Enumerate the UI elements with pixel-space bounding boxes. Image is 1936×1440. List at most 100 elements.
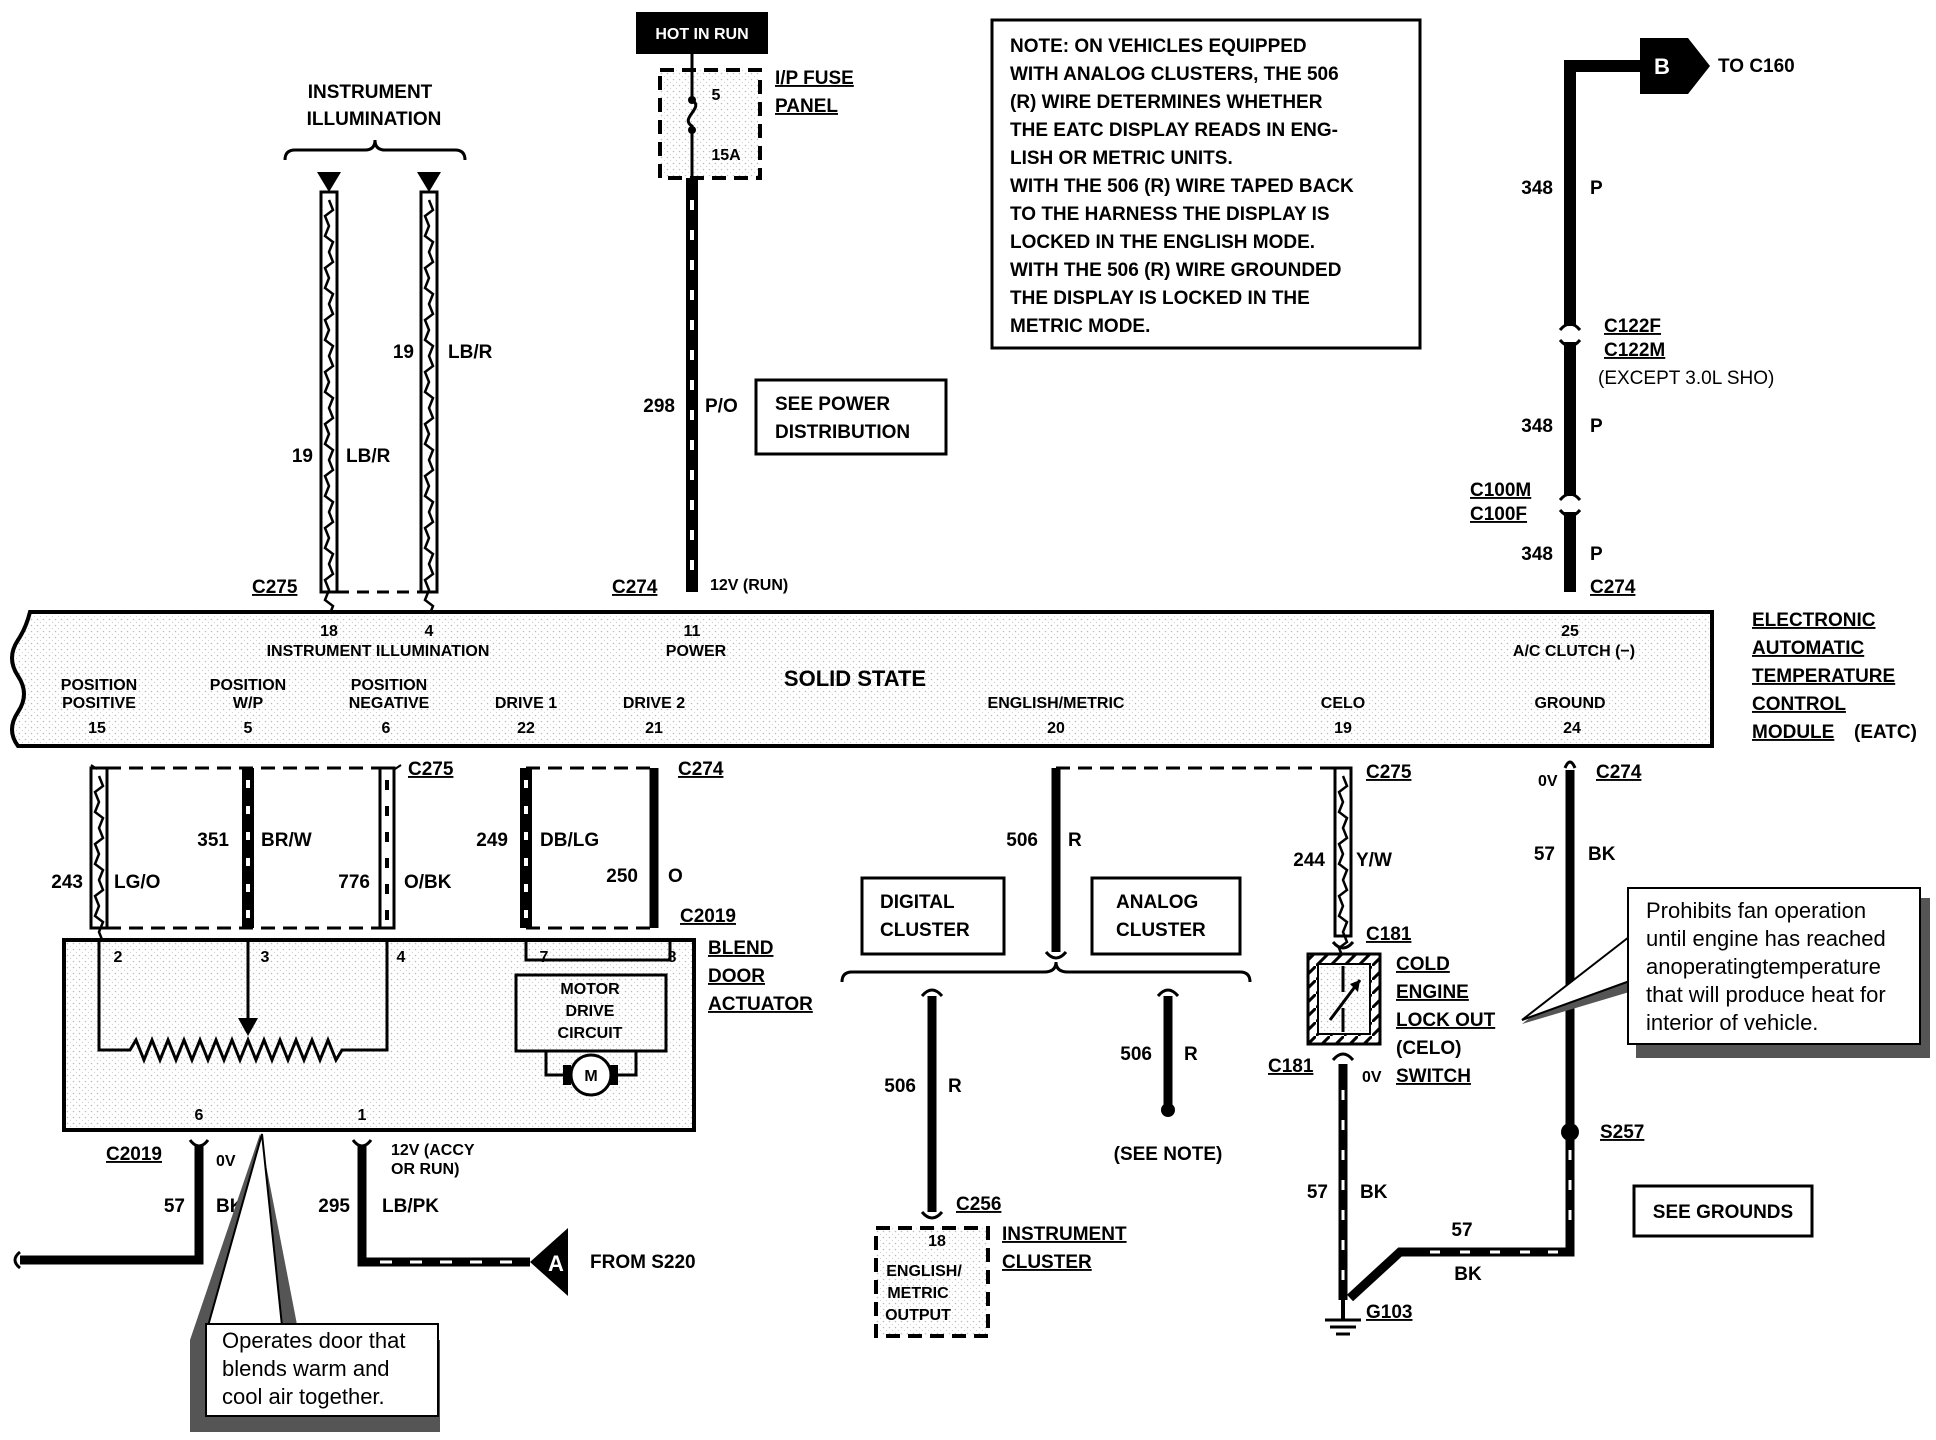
wire-348-a-number: 348 (1521, 178, 1553, 199)
celo-group: C275 244 Y/W C181 C181 0V COLD ENGINE LO… (1268, 760, 1930, 1336)
instrument-illumination-group: INSTRUMENT ILLUMINATION 19 LB/R 19 LB/R … (252, 82, 493, 627)
connector-b-arrow (1640, 38, 1710, 94)
motor-drive-label-1: MOTOR (560, 981, 620, 998)
splice-s257 (1561, 1123, 1579, 1141)
blend-door-actuator: 2 3 4 7 8 MOTOR DRIVE CIRCUIT M 6 1 BLEN… (13, 938, 813, 1432)
pin-instrument-illumination: INSTRUMENT ILLUMINATION (267, 643, 490, 660)
pin-15-number: 15 (88, 720, 106, 737)
note-line-2: WITH ANALOG CLUSTERS, THE 506 (1010, 64, 1339, 85)
celo-0v: 0V (1362, 1069, 1382, 1086)
pin-22-label: DRIVE 1 (495, 695, 557, 712)
connector-c274-right: C274 (1596, 762, 1642, 783)
eatc-module-body (10, 610, 1714, 748)
wire-57-splice-ground (1346, 1247, 1575, 1302)
note-line-11: METRIC MODE. (1010, 316, 1150, 337)
hot-in-run-label: HOT IN RUN (655, 26, 748, 43)
wire-57-right-color: BK (1588, 844, 1616, 865)
connector-c275-left: C275 (408, 759, 454, 780)
pin-19-number: 19 (1334, 720, 1352, 737)
pin-5-number: 5 (244, 720, 253, 737)
except-3-0l-sho: (EXCEPT 3.0L SHO) (1598, 368, 1774, 389)
callout-blend-line-2: blends warm and (222, 1356, 390, 1381)
english-metric-output-1: ENGLISH/ (886, 1263, 962, 1280)
actuator-pin-7: 7 (540, 949, 549, 966)
actuator-pin-6: 6 (195, 1107, 204, 1124)
to-c160-label: TO C160 (1718, 56, 1795, 77)
blend-title-1: BLEND (708, 938, 773, 959)
wire-57-left (20, 1146, 204, 1265)
wire-243-number: 243 (51, 872, 83, 893)
note-line-8: LOCKED IN THE ENGLISH MODE. (1010, 232, 1315, 253)
wire-351-color: BR/W (261, 830, 312, 851)
ground-g103: G103 (1366, 1302, 1412, 1323)
actuator-12v-line1: 12V (ACCY (391, 1142, 475, 1159)
splice-s257-label: S257 (1600, 1122, 1644, 1143)
pin-19-label: CELO (1321, 695, 1365, 712)
wire-298-color: P/O (705, 396, 738, 417)
note-line-3: (R) WIRE DETERMINES WHETHER (1010, 92, 1323, 113)
wire-506-c-number: 506 (1120, 1044, 1152, 1065)
see-power-distribution-box[interactable] (754, 378, 948, 456)
instrument-illumination-label-1: INSTRUMENT (308, 82, 433, 103)
wiper-arrow (238, 1018, 258, 1036)
see-note-label: (SEE NOTE) (1114, 1144, 1223, 1165)
instrument-cluster-pin-18: 18 (928, 1233, 946, 1250)
connector-c181-bottom: C181 (1268, 1056, 1314, 1077)
actuator-12v-line2: OR RUN) (391, 1161, 459, 1178)
note-box: NOTE: ON VEHICLES EQUIPPED WITH ANALOG C… (990, 18, 1422, 350)
connector-a-label: A (548, 1251, 564, 1276)
english-metric-group: 506 R DIGITAL CLUSTER ANALOG CLUSTER 506… (840, 766, 1342, 1338)
wire-57-celo-number: 57 (1307, 1182, 1328, 1203)
note-line-7: TO THE HARNESS THE DISPLAY IS (1010, 204, 1330, 225)
wire-244-number: 244 (1293, 850, 1325, 871)
wire-348-a-color: P (1590, 178, 1603, 199)
callout-celo-line-3: anoperatingtemperature (1646, 954, 1881, 979)
analog-cluster-box (1090, 876, 1242, 956)
fuse-amperage: 15A (711, 147, 741, 164)
wire-57-right-number: 57 (1534, 844, 1555, 865)
actuator-pin-4: 4 (397, 949, 406, 966)
connector-c275-right: C275 (1366, 762, 1412, 783)
connector-c2019-top: C2019 (680, 906, 736, 927)
see-grounds-label: SEE GROUNDS (1653, 1202, 1793, 1223)
digital-cluster-box (860, 876, 1006, 956)
wire-348-c-number: 348 (1521, 544, 1553, 565)
see-grounds-box[interactable] (1632, 1184, 1814, 1238)
connector-c274-left: C274 (678, 759, 724, 780)
eatc-title-suffix: (EATC) (1854, 722, 1917, 743)
illumination-arrow-left (317, 172, 341, 192)
note-line-1: NOTE: ON VEHICLES EQUIPPED (1010, 36, 1307, 57)
wire-506-c-color: R (1184, 1044, 1198, 1065)
english-metric-output-3: OUTPUT (885, 1307, 951, 1324)
blend-title-2: DOOR (708, 966, 765, 987)
pin-15-label-2: POSITIVE (62, 695, 136, 712)
wire-776-color: O/BK (404, 872, 452, 893)
instrument-illumination-label-2: ILLUMINATION (307, 109, 442, 130)
connector-c181-top: C181 (1366, 924, 1412, 945)
callout-celo-line-5: interior of vehicle. (1646, 1010, 1818, 1035)
ground-0v: 0V (1538, 773, 1558, 790)
wire-19-left-color: LB/R (346, 446, 391, 467)
wire-348-b-number: 348 (1521, 416, 1553, 437)
eatc-module: 18 4 INSTRUMENT ILLUMINATION 11 POWER 25… (10, 610, 1917, 748)
motor-icon (569, 1053, 613, 1097)
celo-title-2: ENGINE (1396, 982, 1469, 1003)
ground-icon (1325, 1318, 1361, 1336)
fuse-panel-label-2: PANEL (775, 96, 838, 117)
pin-5-label-1: POSITION (210, 677, 286, 694)
wire-776-number: 776 (338, 872, 370, 893)
pin-21-number: 21 (645, 720, 663, 737)
pin-18-top: 18 (320, 623, 338, 640)
see-power-label-2: DISTRIBUTION (775, 422, 910, 443)
wire-506-a-color: R (1068, 830, 1082, 851)
wire-19-right-number: 19 (393, 342, 414, 363)
wire-348-b-color: P (1590, 416, 1603, 437)
callout-blend-line-1: Operates door that (222, 1328, 405, 1353)
see-power-label-1: SEE POWER (775, 394, 890, 415)
solid-state-label: SOLID STATE (784, 666, 926, 691)
note-line-6: WITH THE 506 (R) WIRE TAPED BACK (1010, 176, 1354, 197)
celo-title-4: (CELO) (1396, 1038, 1461, 1059)
callout-celo (1627, 887, 1921, 1045)
wire-506-b-number: 506 (884, 1076, 916, 1097)
